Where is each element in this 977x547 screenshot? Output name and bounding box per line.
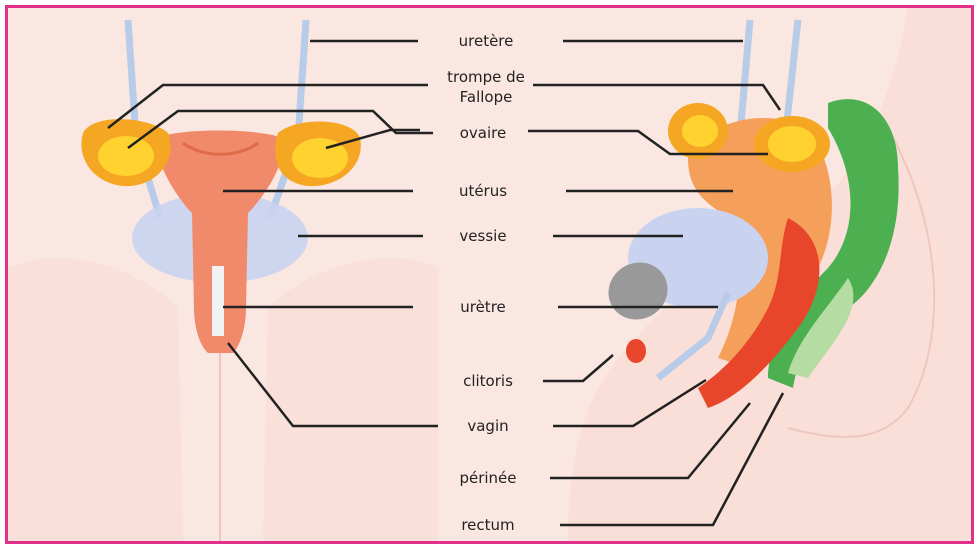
label-perineum: périnée bbox=[438, 469, 538, 487]
label-ureter: uretère bbox=[446, 32, 526, 50]
label-fallopian-tube-line1: trompe de bbox=[431, 68, 541, 86]
diagram-frame: uretère trompe de Fallope ovaire utérus … bbox=[5, 5, 974, 544]
label-vagina: vagin bbox=[438, 417, 538, 435]
label-ovary: ovaire bbox=[438, 124, 528, 142]
side-clitoris bbox=[626, 339, 646, 363]
label-urethra: urètre bbox=[438, 298, 528, 316]
label-rectum: rectum bbox=[438, 516, 538, 534]
label-clitoris: clitoris bbox=[438, 372, 538, 390]
label-fallopian-tube-line2: Fallope bbox=[431, 88, 541, 106]
label-uterus: utérus bbox=[438, 182, 528, 200]
label-bladder: vessie bbox=[438, 227, 528, 245]
